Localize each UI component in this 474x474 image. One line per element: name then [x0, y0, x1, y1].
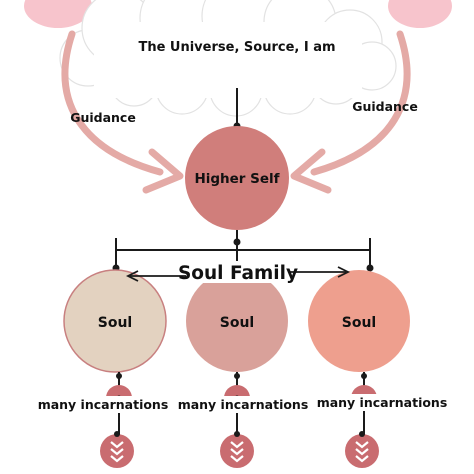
- higher-self-circle: [185, 126, 289, 230]
- bracket-center-dot: [233, 238, 241, 246]
- soul-label-2: Soul: [220, 315, 254, 331]
- soul-family-arrows: [125, 266, 351, 282]
- incarnations-backdrop-2: [176, 396, 310, 413]
- guidance-label-right: Guidance: [352, 99, 418, 114]
- soul-circle-1: [63, 269, 167, 373]
- incarnations-backdrop-1: [36, 396, 170, 413]
- source-label: The Universe, Source, I am: [138, 40, 335, 55]
- incarnations-label-3: many incarnations: [317, 395, 448, 410]
- soul-family-label: Soul Family: [178, 263, 298, 284]
- bracket-right-dot: [366, 264, 374, 272]
- source-cloud: [59, 0, 397, 117]
- soul-family-backdrop: [186, 261, 290, 283]
- soul-label-1: Soul: [98, 315, 132, 331]
- incarnations-backdrop-3: [314, 394, 450, 411]
- incarnations-label-1: many incarnations: [38, 397, 169, 412]
- incarnation-chain-2: [220, 372, 254, 468]
- incarnation-chain-1: [100, 372, 134, 468]
- soul-circle-2: [186, 270, 288, 372]
- soul-circle-3: [308, 270, 410, 372]
- cloud-glow: [24, 0, 452, 28]
- incarnations-label-2: many incarnations: [178, 397, 309, 412]
- higher-self-label: Higher Self: [194, 171, 279, 187]
- guidance-arrow-right: [290, 30, 411, 194]
- soul-label-3: Soul: [342, 315, 376, 331]
- incarnation-chain-3: [345, 372, 379, 468]
- guidance-label-left: Guidance: [70, 110, 136, 125]
- guidance-arrow-left: [61, 30, 184, 194]
